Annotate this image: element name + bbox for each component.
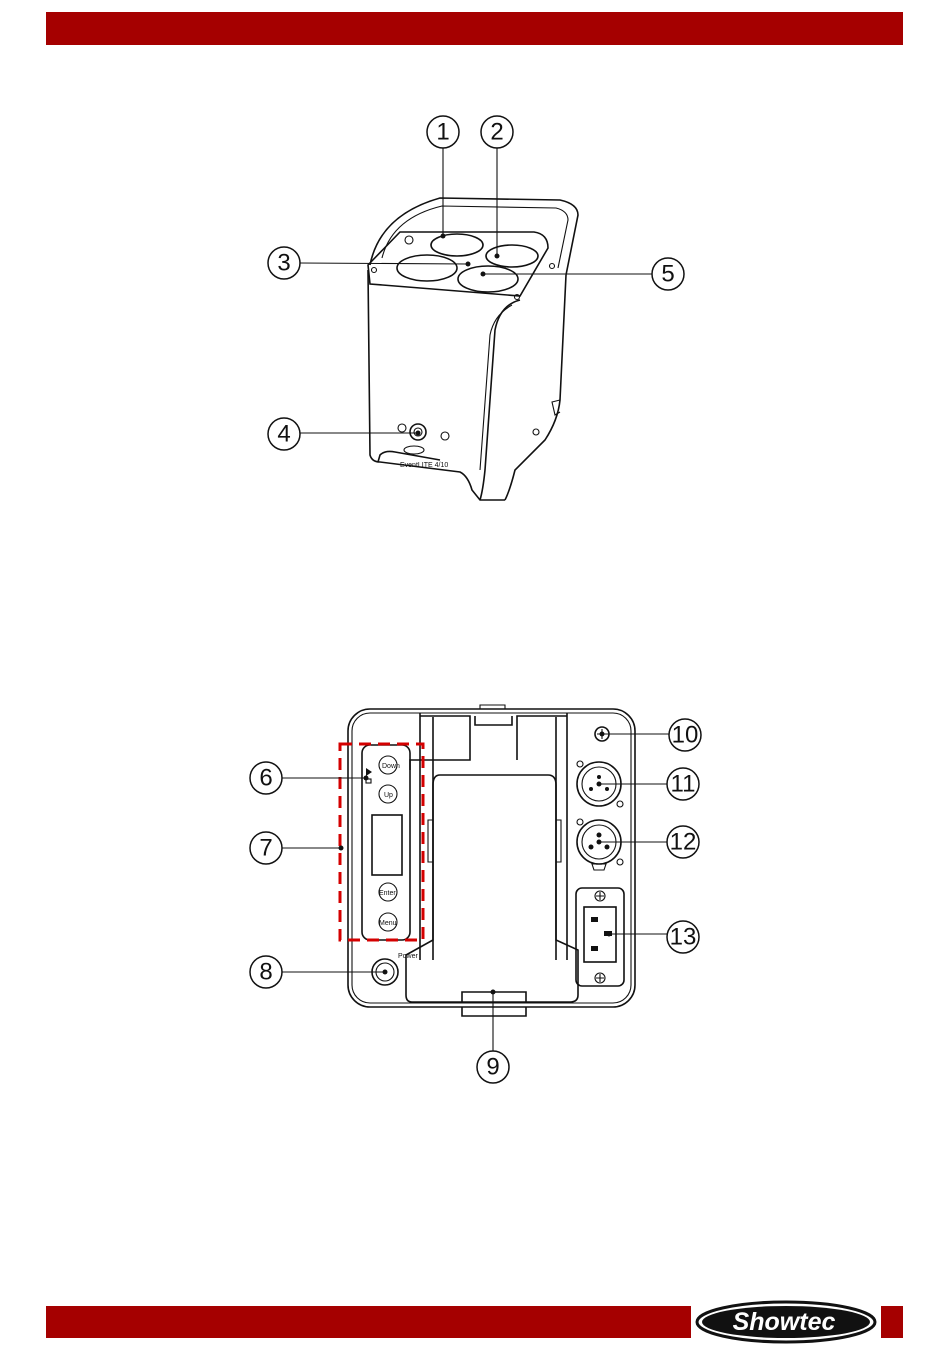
enter-button-label: Enter	[379, 890, 396, 897]
indicator-led-icon	[366, 768, 372, 776]
power-button-label: Power	[398, 953, 419, 960]
led-hole-1	[431, 234, 483, 256]
showtec-logo-icon: Showtec	[695, 1300, 878, 1344]
callout-11: 11	[667, 768, 699, 800]
svg-text:11: 11	[671, 771, 696, 798]
display-screen	[372, 815, 402, 875]
svg-text:10: 10	[672, 722, 699, 749]
callout-9: 9	[477, 1051, 509, 1083]
menu-button-label: Menu	[379, 920, 397, 927]
svg-text:3: 3	[277, 250, 290, 277]
callout-13: 13	[667, 921, 699, 953]
svg-text:5: 5	[661, 261, 674, 288]
callout-5: 5	[652, 258, 684, 290]
callout-6: 6	[250, 762, 282, 794]
svg-text:1: 1	[436, 119, 449, 146]
fixture-front-view: EventLITE 4/10	[368, 198, 578, 500]
callout-3: 3	[268, 247, 300, 279]
svg-text:6: 6	[259, 765, 272, 792]
callout-2: 2	[481, 116, 513, 148]
footer-bar-end	[881, 1306, 903, 1338]
callout-8: 8	[250, 956, 282, 988]
callout-12: 12	[667, 826, 699, 858]
svg-text:4: 4	[277, 421, 290, 448]
callout-1: 1	[427, 116, 459, 148]
down-button-label: Down	[382, 763, 400, 770]
led-hole-3	[397, 255, 457, 281]
svg-text:8: 8	[259, 959, 272, 986]
footer-bar	[46, 1306, 691, 1338]
callout-10: 10	[669, 719, 701, 751]
svg-text:13: 13	[670, 924, 697, 951]
callout-7: 7	[250, 832, 282, 864]
svg-text:7: 7	[259, 835, 272, 862]
svg-text:2: 2	[490, 119, 503, 146]
fixture-rear-view: Down Up Enter Menu Power	[348, 705, 635, 1016]
svg-text:12: 12	[670, 829, 697, 856]
up-button-label: Up	[384, 792, 393, 799]
led-hole-5	[458, 266, 518, 292]
svg-text:9: 9	[486, 1054, 499, 1081]
logo-text: Showtec	[733, 1308, 836, 1336]
led-hole-2	[486, 245, 538, 267]
callout-4: 4	[268, 418, 300, 450]
callouts: 1 2 3 4 5 6 7 8 9 10 11 12 13	[250, 116, 701, 1083]
product-label: EventLITE 4/10	[400, 462, 448, 469]
